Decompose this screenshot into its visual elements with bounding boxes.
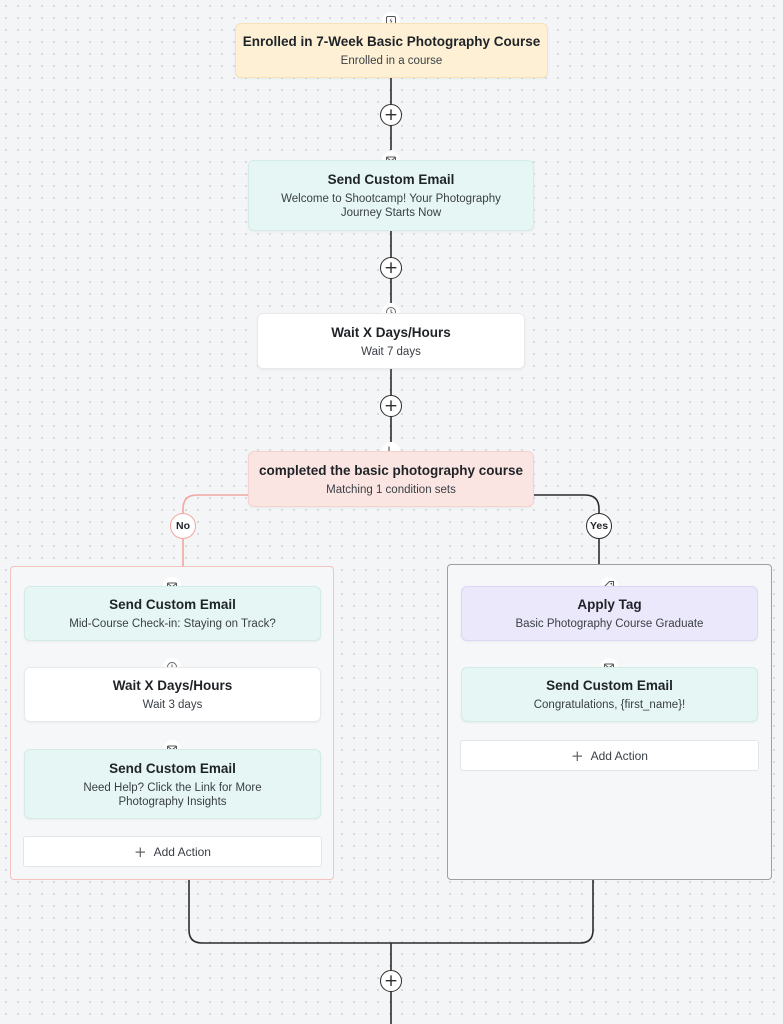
add-action-button[interactable]: + Add Action	[23, 836, 322, 867]
step-title: Send Custom Email	[546, 678, 673, 693]
step-subtitle: Basic Photography Course Graduate	[515, 618, 704, 630]
send-email-card[interactable]: Send Custom Email Congratulations, {firs…	[461, 667, 758, 722]
no-branch-label: No	[170, 513, 196, 539]
step-title: Send Custom Email	[109, 597, 236, 612]
plus-icon: +	[134, 842, 147, 861]
step-subtitle: Wait 3 days	[142, 699, 203, 711]
condition-subtitle: Matching 1 condition sets	[326, 483, 456, 496]
step-subtitle: Need Help? Click the Link for More Photo…	[83, 781, 262, 808]
step-subtitle: Congratulations, {first_name}!	[533, 699, 686, 711]
add-step-button[interactable]: +	[380, 257, 402, 279]
trigger-card[interactable]: Enrolled in 7-Week Basic Photography Cou…	[235, 23, 548, 78]
add-action-label: Add Action	[153, 844, 211, 859]
wait-card[interactable]: Wait X Days/Hours Wait 7 days	[257, 313, 525, 369]
add-step-button[interactable]: +	[380, 104, 402, 126]
send-email-card[interactable]: Send Custom Email Mid-Course Check-in: S…	[24, 586, 321, 641]
apply-tag-card[interactable]: Apply Tag Basic Photography Course Gradu…	[461, 586, 758, 641]
wait-card[interactable]: Wait X Days/Hours Wait 3 days	[24, 667, 321, 722]
plus-icon: +	[571, 746, 584, 765]
step-subtitle: Welcome to Shootcamp! Your Photography J…	[281, 193, 501, 219]
add-action-button[interactable]: + Add Action	[460, 740, 759, 771]
trigger-subtitle: Enrolled in a course	[340, 55, 443, 67]
send-email-card[interactable]: Send Custom Email Welcome to Shootcamp! …	[248, 160, 534, 231]
condition-title: completed the basic photography course	[258, 462, 524, 478]
condition-card[interactable]: completed the basic photography course M…	[248, 451, 534, 507]
step-title: Send Custom Email	[109, 760, 236, 776]
trigger-title: Enrolled in 7-Week Basic Photography Cou…	[242, 34, 541, 49]
step-subtitle: Wait 7 days	[361, 345, 421, 358]
add-step-button[interactable]: +	[380, 395, 402, 417]
step-subtitle: Mid-Course Check-in: Staying on Track?	[69, 618, 276, 630]
add-step-button[interactable]: +	[380, 970, 402, 992]
yes-branch-label: Yes	[586, 513, 612, 539]
step-title: Wait X Days/Hours	[331, 324, 451, 340]
step-title: Send Custom Email	[327, 172, 455, 187]
step-title: Wait X Days/Hours	[112, 678, 233, 693]
send-email-card[interactable]: Send Custom Email Need Help? Click the L…	[24, 749, 321, 819]
add-action-label: Add Action	[590, 748, 648, 763]
step-title: Apply Tag	[577, 597, 642, 612]
